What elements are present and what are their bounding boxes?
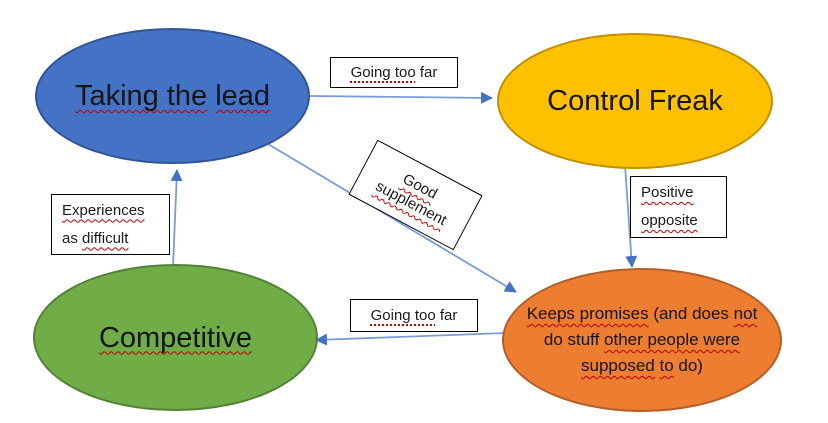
edge-control-freak-to-keeps-promises xyxy=(624,164,638,268)
edge-competitive-to-taking-lead xyxy=(170,169,183,268)
node-taking-the-lead-label: Taking the lead xyxy=(74,80,271,112)
node-taking-the-lead: Taking the lead xyxy=(35,28,310,164)
edge-label-going-too-far-top: Going too far xyxy=(330,57,458,88)
node-control-freak: Control Freak xyxy=(497,33,773,169)
node-competitive-label: Competitive xyxy=(98,321,253,354)
edge-taking-lead-to-control-freak xyxy=(309,91,493,104)
edge-label-going-too-far-bottom: Going too far xyxy=(350,299,478,332)
edge-keeps-promises-to-competitive xyxy=(315,332,507,346)
node-competitive: Competitive xyxy=(33,264,318,411)
node-control-freak-label: Control Freak xyxy=(547,85,723,117)
